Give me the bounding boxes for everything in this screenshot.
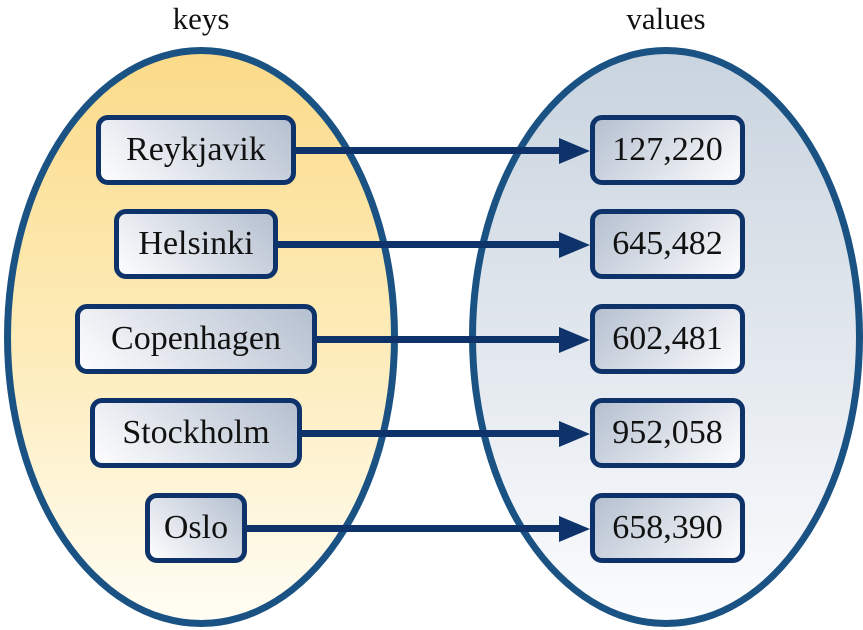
value-box-reykjavik: 127,220 — [590, 115, 745, 185]
mapping-arrow-copenhagen — [313, 326, 590, 353]
arrowhead-icon — [559, 420, 590, 447]
key-box-helsinki: Helsinki — [114, 209, 278, 279]
value-box-stockholm: 952,058 — [590, 398, 745, 468]
keys-set-label: keys — [172, 1, 230, 36]
arrowhead-icon — [559, 231, 590, 258]
mapping-arrow-reykjavik — [292, 137, 590, 164]
mapping-arrow-helsinki — [274, 231, 590, 258]
key-box-stockholm: Stockholm — [90, 398, 302, 468]
arrowhead-icon — [559, 137, 590, 164]
values-set-label: values — [626, 1, 706, 36]
key-box-copenhagen: Copenhagen — [75, 304, 317, 374]
mapping-arrow-oslo — [243, 515, 590, 542]
key-box-oslo: Oslo — [145, 493, 247, 563]
value-box-helsinki: 645,482 — [590, 209, 745, 279]
arrowhead-icon — [559, 515, 590, 542]
arrowhead-icon — [559, 326, 590, 353]
value-box-copenhagen: 602,481 — [590, 304, 745, 374]
mapping-arrow-stockholm — [298, 420, 590, 447]
value-box-oslo: 658,390 — [590, 493, 745, 563]
key-box-reykjavik: Reykjavik — [96, 115, 296, 185]
